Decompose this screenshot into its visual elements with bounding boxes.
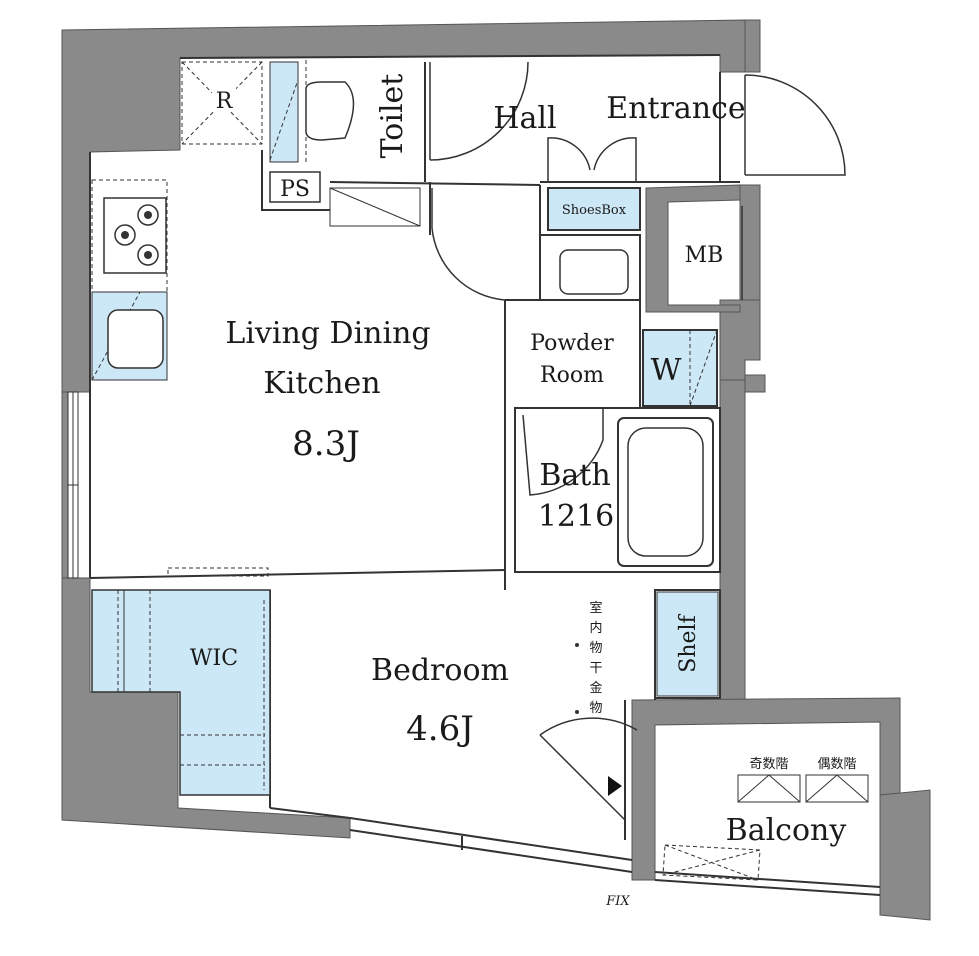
- powder-room-label-1: Powder: [530, 331, 614, 356]
- ldk-size-label: 8.3J: [292, 424, 360, 464]
- wic-label: WIC: [190, 646, 238, 671]
- kitchen-counter: [91, 179, 168, 381]
- outer-walls: [61, 19, 931, 921]
- burner-icon: [114, 224, 136, 246]
- bathtub: [617, 417, 714, 567]
- bath-label: Bath: [539, 458, 610, 493]
- step: [329, 187, 421, 227]
- doors: [429, 61, 846, 821]
- ldk-window: [67, 391, 79, 579]
- shoes-box: ShoesBox: [547, 187, 641, 231]
- drying-char: 物: [589, 641, 602, 656]
- toilet-label: Toilet: [375, 74, 410, 159]
- toilet-fixtures: [269, 60, 355, 163]
- bedroom-label: Bedroom: [371, 653, 509, 688]
- fix-window-label: FIX: [605, 894, 630, 909]
- bath-size-label: 1216: [538, 499, 614, 534]
- pipe-space: PS: [269, 171, 321, 203]
- shoes-box-label: ShoesBox: [562, 203, 627, 218]
- refrigerator-label: R: [216, 89, 234, 114]
- drying-char: 室: [589, 600, 602, 616]
- entrance-label: Entrance: [606, 91, 745, 126]
- hall-label: Hall: [493, 101, 556, 136]
- refrigerator-space: R: [181, 61, 263, 145]
- sink-icon: [107, 309, 164, 369]
- powder-room-label-2: Room: [540, 363, 604, 388]
- burner-icon: [137, 244, 159, 266]
- balcony-label: Balcony: [726, 813, 847, 848]
- shelf-label: Shelf: [676, 613, 701, 672]
- ldk-label-line2: Kitchen: [263, 366, 380, 401]
- basin-icon: [559, 249, 629, 295]
- walk-in-closet: [91, 567, 271, 796]
- drying-char: 物: [589, 701, 602, 716]
- balcony-odd-label: 奇数階: [749, 756, 788, 772]
- bedroom-size-label: 4.6J: [406, 709, 474, 749]
- drying-char: 干: [589, 661, 602, 676]
- balcony-even-label: 偶数階: [817, 757, 856, 772]
- entry-arrow-icon: [608, 776, 622, 796]
- balcony-ladders: [662, 774, 869, 881]
- ldk-label-line1: Living Dining: [225, 316, 430, 351]
- powder-room-fixtures: W: [559, 249, 718, 407]
- ps-label: PS: [280, 177, 310, 202]
- mb-label: MB: [685, 243, 724, 268]
- indoor-drying-hardware: 室 内 物 干 金 物: [575, 600, 603, 716]
- drying-char: 内: [589, 620, 602, 636]
- drying-char: 金: [589, 680, 602, 696]
- burner-icon: [137, 204, 159, 226]
- washer-label: W: [651, 353, 682, 388]
